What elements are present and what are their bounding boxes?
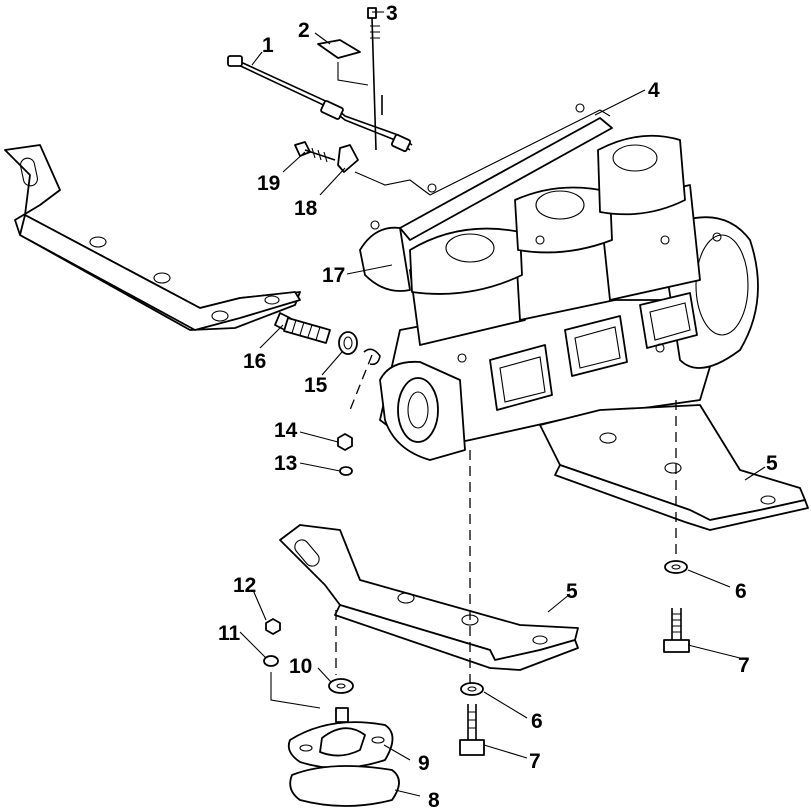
rubber-mount-9 xyxy=(287,707,394,769)
callout-5-center: 5 xyxy=(566,580,578,603)
callout-8: 8 xyxy=(428,789,440,809)
bolt-16-part xyxy=(274,312,331,344)
callout-13: 13 xyxy=(274,452,297,475)
washer-13-part xyxy=(339,466,353,476)
callout-7-center: 7 xyxy=(529,750,541,773)
engine-block xyxy=(359,103,759,461)
callout-2: 2 xyxy=(298,19,310,42)
clip-18-part xyxy=(337,144,359,173)
decal-part xyxy=(317,39,361,59)
nut-12-part xyxy=(265,618,281,635)
callout-6-right: 6 xyxy=(735,580,747,603)
center-mount-plate xyxy=(279,524,579,671)
washer-6-right xyxy=(664,560,688,574)
callout-5-right: 5 xyxy=(766,452,778,475)
callout-12: 12 xyxy=(233,574,256,597)
bolt-7-center xyxy=(459,704,485,756)
washer-10-part xyxy=(328,678,354,694)
bolt-7-right xyxy=(663,608,690,653)
washer-15-part xyxy=(338,331,358,355)
callout-labels: 1 2 3 4 5 5 6 6 7 7 8 9 10 11 12 13 14 1… xyxy=(218,2,778,809)
callout-4: 4 xyxy=(648,79,660,102)
callout-6-center: 6 xyxy=(531,710,543,733)
cable-part xyxy=(227,55,413,153)
callout-7-right: 7 xyxy=(738,654,750,677)
washer-11-part xyxy=(263,655,279,667)
callout-17: 17 xyxy=(322,264,345,287)
bolt-19-part xyxy=(294,141,336,163)
left-mount-plate xyxy=(4,144,301,331)
washer-6-center xyxy=(460,682,484,696)
callout-10: 10 xyxy=(289,655,312,678)
gasket-8-part xyxy=(289,765,400,807)
callout-19: 19 xyxy=(257,172,280,195)
callout-3: 3 xyxy=(386,2,398,25)
long-bolt xyxy=(367,7,383,151)
right-mount-plate xyxy=(539,404,809,531)
callout-18: 18 xyxy=(294,197,318,220)
callout-16: 16 xyxy=(243,350,266,373)
nut-14-part xyxy=(337,433,353,451)
callout-9: 9 xyxy=(418,752,430,775)
leader-lines xyxy=(239,11,766,797)
callout-15: 15 xyxy=(304,374,328,397)
callout-1: 1 xyxy=(262,34,274,57)
callout-11: 11 xyxy=(218,622,241,645)
callout-14: 14 xyxy=(274,419,298,442)
